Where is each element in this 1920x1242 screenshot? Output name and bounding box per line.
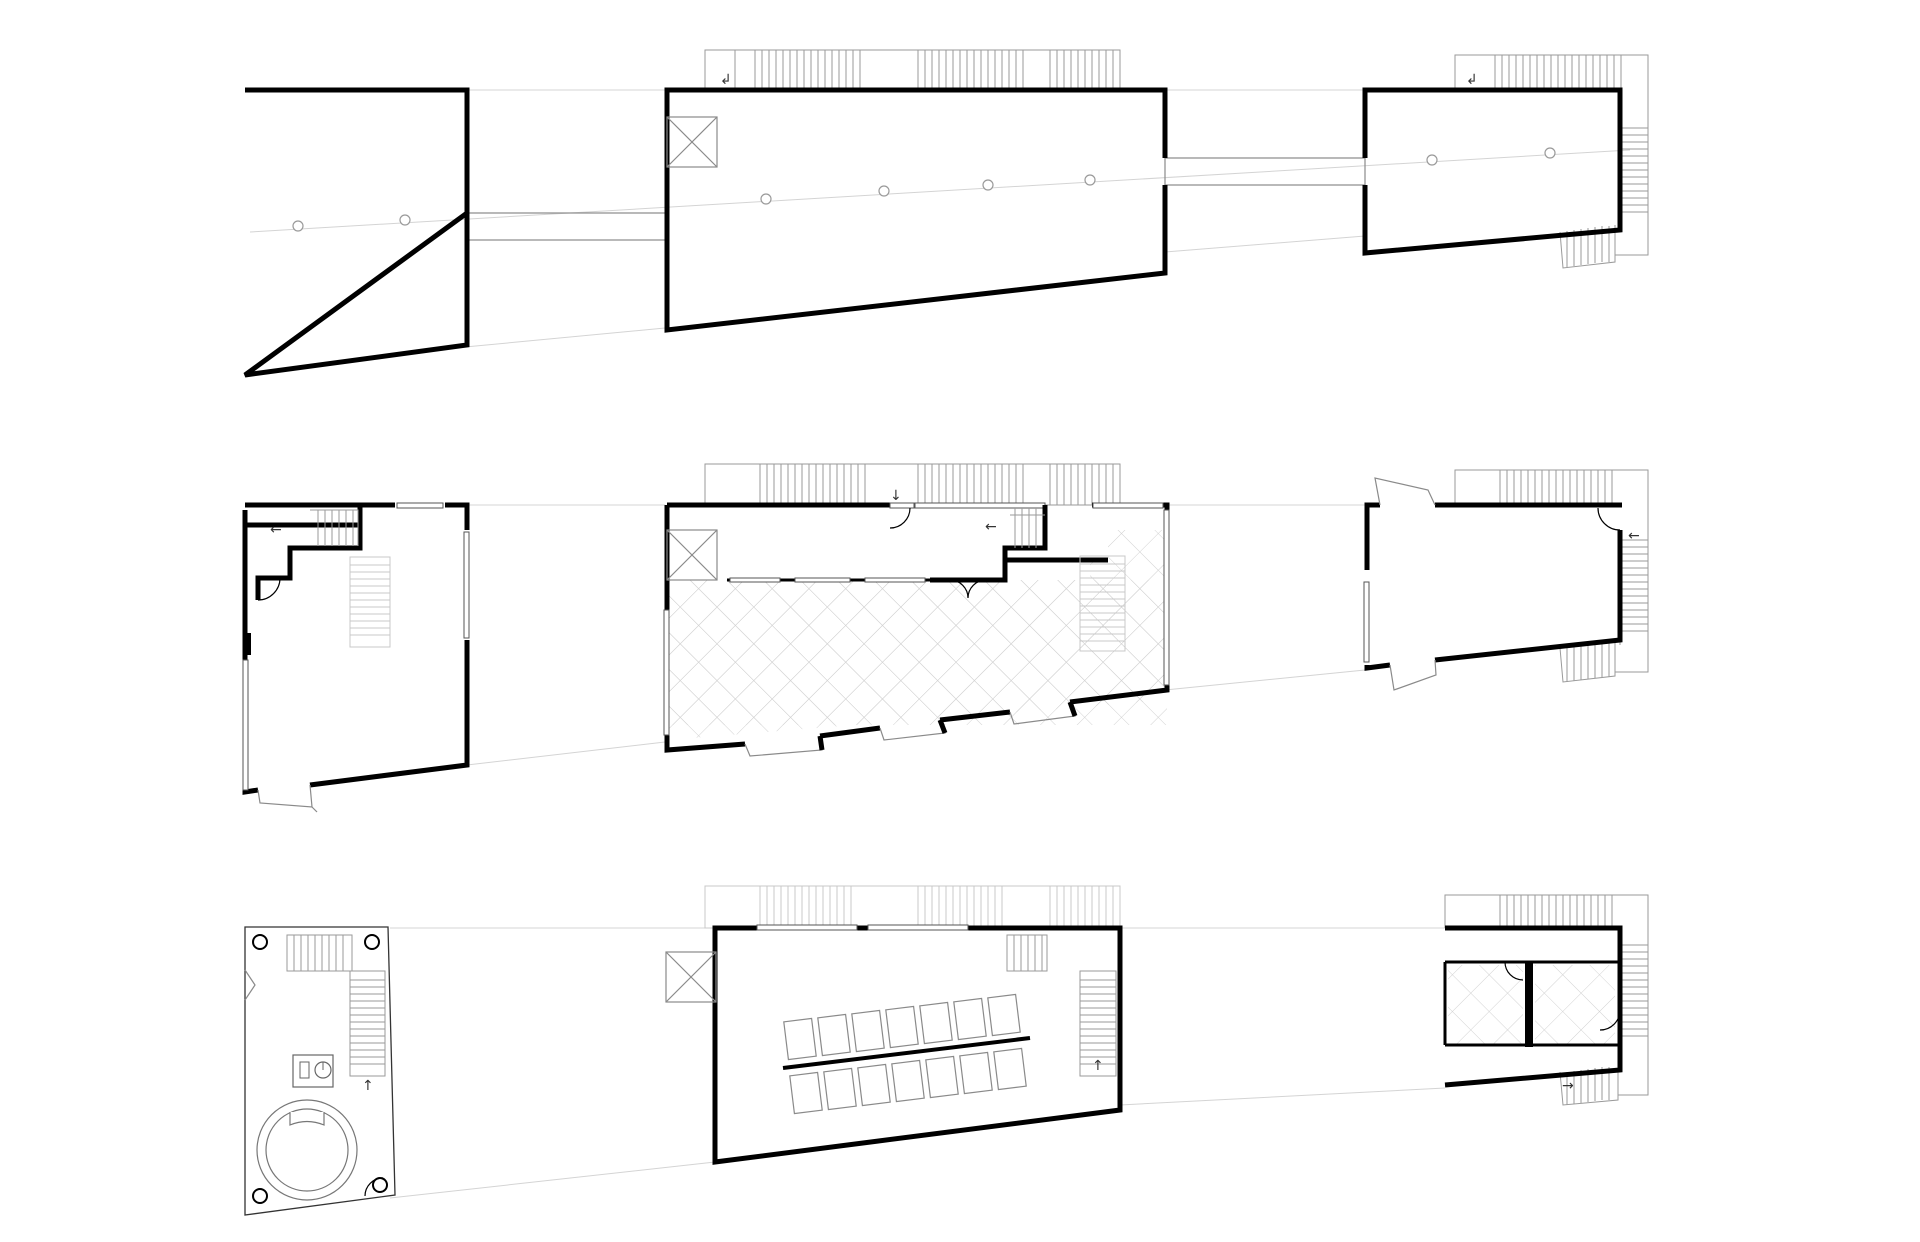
ground-level-plan: ← <box>242 463 1649 813</box>
stair-arrow: ↲ <box>720 72 732 88</box>
stair-arrow: → <box>1562 1078 1574 1094</box>
stair-arrow: ← <box>985 519 997 535</box>
lower-level-plan: ↑ <box>244 885 1649 1216</box>
stair-arrow: ↓ <box>890 488 902 504</box>
stair-arrow: ↑ <box>362 1078 374 1094</box>
stair-arrow: ← <box>270 522 282 538</box>
upper-building-middle <box>664 87 1168 333</box>
stair-lower-middle <box>704 885 1121 929</box>
lower-building-left: ↑ <box>244 926 396 1216</box>
void-box-upper <box>666 116 718 168</box>
lower-building-middle: ↑ <box>665 924 1123 1165</box>
ground-building-left: ← <box>242 502 470 813</box>
stair-ground-middle <box>704 463 1121 506</box>
seating <box>783 993 1027 1115</box>
stair-arrow: ← <box>1628 528 1640 544</box>
lower-building-right: → <box>1443 894 1649 1106</box>
stair-upper-middle <box>704 49 1121 91</box>
ground-building-right: ← <box>1363 477 1640 691</box>
stair-arrow: ↲ <box>1466 72 1478 88</box>
upper-building-right <box>1362 87 1623 256</box>
stair-arrow: ↑ <box>1092 1058 1104 1074</box>
upper-level-plan: ↲ ↲ <box>243 49 1649 378</box>
upper-building-left <box>243 87 470 378</box>
ground-building-middle: ↓ ← <box>663 488 1170 757</box>
